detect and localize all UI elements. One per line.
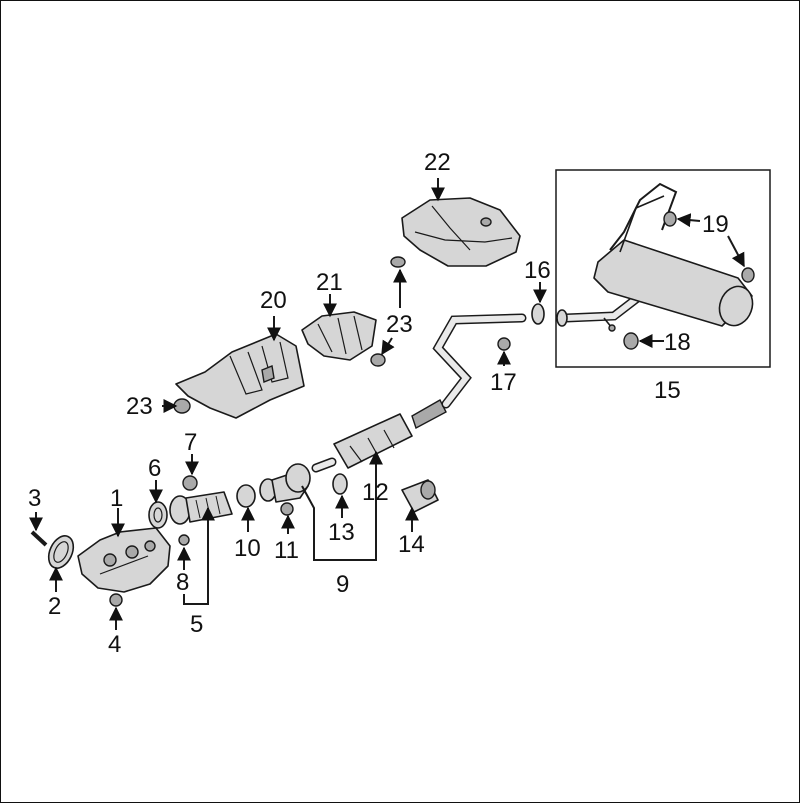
part-10-gasket <box>236 484 256 508</box>
callout-22: 22 <box>424 149 451 176</box>
callout-13: 13 <box>328 519 355 546</box>
callout-14: 14 <box>398 531 425 558</box>
part-3-stud <box>30 530 48 547</box>
part-22-rear-heat-shield <box>401 197 521 267</box>
part-19-rubber-mount-a <box>663 211 677 227</box>
callout-10: 10 <box>234 535 261 562</box>
part-6-gasket <box>148 501 168 529</box>
part-5-front-pipe <box>169 491 233 525</box>
part-9-catalytic-converter <box>259 463 311 503</box>
part-23-clip-left <box>173 398 191 414</box>
part-14-hanger-block <box>401 479 439 513</box>
part-15-muffler-assembly <box>556 182 754 332</box>
part-18-rubber-mount <box>623 332 639 350</box>
callout-18: 18 <box>664 329 691 356</box>
callout-labels: 1 2 3 4 5 6 7 8 9 10 11 12 13 14 15 16 1… <box>28 149 729 658</box>
callout-11: 11 <box>274 537 299 564</box>
callout-8: 8 <box>176 569 189 596</box>
callout-16: 16 <box>524 257 551 284</box>
callout-15: 15 <box>654 377 681 404</box>
part-12-center-pipe <box>311 313 527 473</box>
callout-2: 2 <box>48 593 61 620</box>
callout-1: 1 <box>110 485 123 512</box>
callout-12: 12 <box>362 479 389 506</box>
part-20-front-heat-shield <box>175 333 305 419</box>
part-8-stud <box>178 534 190 546</box>
callout-5: 5 <box>190 611 203 638</box>
callout-3: 3 <box>28 485 41 512</box>
part-19-rubber-mount-b <box>741 267 755 283</box>
callout-23-left: 23 <box>126 393 153 420</box>
part-11-nut <box>280 502 294 516</box>
part-21-center-heat-shield <box>301 311 377 361</box>
part-4-nut <box>109 593 123 607</box>
callout-20: 20 <box>260 287 287 314</box>
part-1-exhaust-manifold <box>77 527 171 593</box>
callout-17: 17 <box>490 369 517 396</box>
callout-6: 6 <box>148 455 161 482</box>
part-7-nut <box>182 475 198 491</box>
callout-9: 9 <box>336 571 349 598</box>
part-16-gasket <box>531 303 545 325</box>
callout-4: 4 <box>108 631 121 658</box>
callout-21: 21 <box>316 269 343 296</box>
callout-19: 19 <box>702 211 729 238</box>
part-23-clip-upper <box>370 256 406 367</box>
leader-lines <box>29 178 745 630</box>
part-2-gasket <box>47 535 75 569</box>
part-17-nut <box>497 337 511 351</box>
callout-23-upper: 23 <box>386 311 413 338</box>
muffler-group-box <box>555 169 771 368</box>
callout-7: 7 <box>184 429 197 456</box>
part-13-hanger <box>332 473 348 495</box>
